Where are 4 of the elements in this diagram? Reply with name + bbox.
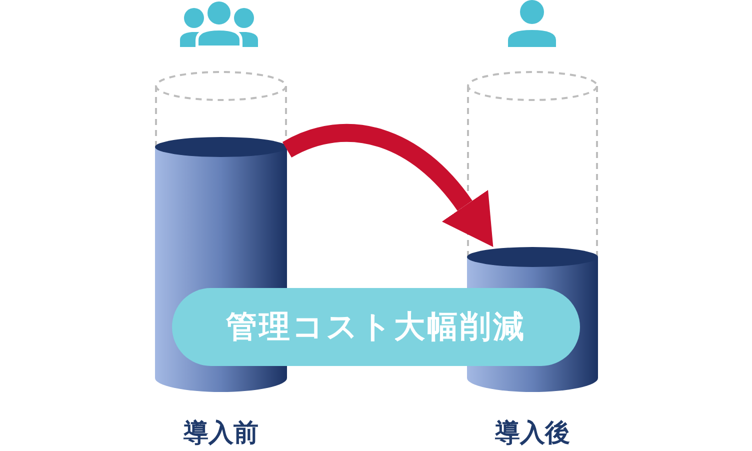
caption-label: 導入前 [184, 418, 258, 448]
highlight-banner: 管理コスト大幅削減 [172, 288, 580, 366]
caption-label: 導入後 [495, 418, 570, 448]
curved-arrow [282, 124, 496, 246]
